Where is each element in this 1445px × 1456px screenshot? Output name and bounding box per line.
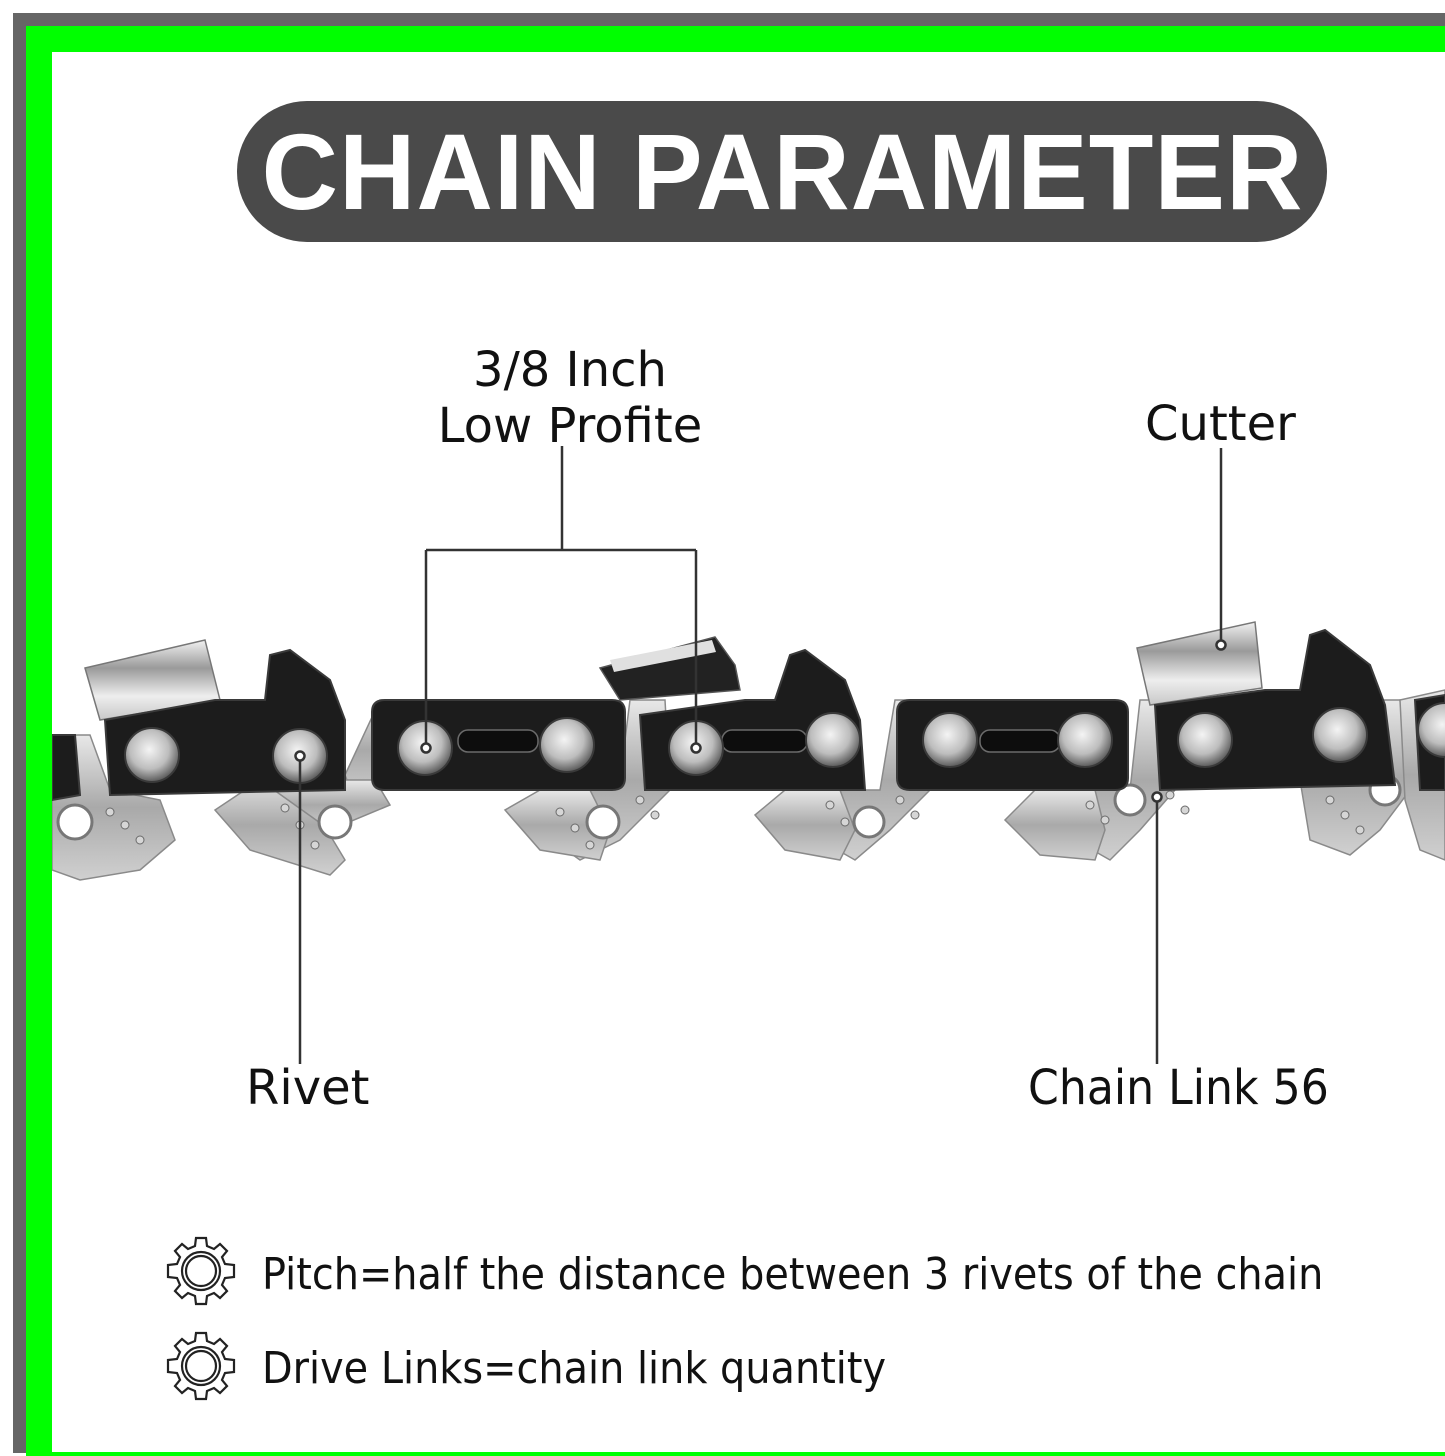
tie-strap-slots xyxy=(457,729,1061,753)
pitch-label-line2: Low Profite xyxy=(437,398,703,454)
title-banner: CHAIN PARAMETER xyxy=(237,101,1327,242)
note-drive-links: Drive Links=chain link quantity xyxy=(262,1338,952,1398)
leader-lines xyxy=(298,446,1223,1064)
pitch-label-line1: 3/8 Inch xyxy=(473,342,667,398)
rivet-label: Rivet xyxy=(246,1060,370,1116)
gear-icon xyxy=(166,1331,236,1401)
note-drive-links-text: Drive Links=chain link quantity xyxy=(262,1342,887,1394)
leader-anchors xyxy=(294,639,1227,803)
gear-icon xyxy=(166,1236,236,1306)
chain-link-label: Chain Link 56 xyxy=(1028,1060,1329,1116)
rivets xyxy=(124,702,1445,784)
cutter-label: Cutter xyxy=(1145,396,1296,452)
note-pitch: Pitch=half the distance between 3 rivets… xyxy=(262,1244,1435,1304)
chain-photo xyxy=(52,621,1445,881)
drive-link-dots xyxy=(105,790,1365,850)
note-pitch-text: Pitch=half the distance between 3 rivets… xyxy=(262,1248,1324,1300)
drive-link-holes xyxy=(56,773,1402,841)
page-title: CHAIN PARAMETER xyxy=(261,110,1303,232)
cutter-teeth xyxy=(84,621,1263,721)
